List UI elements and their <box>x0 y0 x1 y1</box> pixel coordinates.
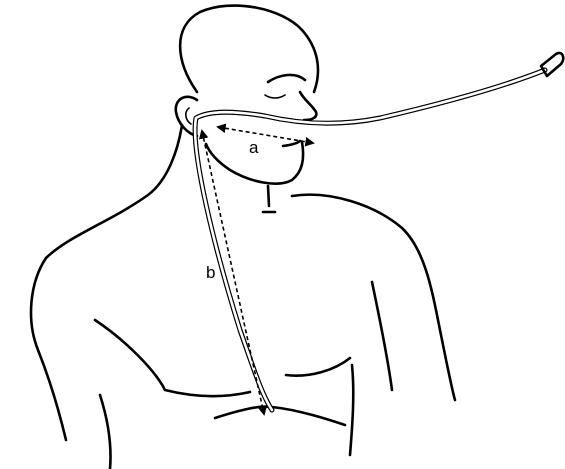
eye <box>265 95 285 98</box>
measurement-label-a: a <box>249 138 259 157</box>
measurement-label-b: b <box>206 263 215 282</box>
neck-back <box>46 125 182 258</box>
neck-front <box>263 186 275 212</box>
left-arm-inner <box>372 282 392 390</box>
right-shoulder <box>31 258 66 440</box>
tube-connector <box>541 53 563 76</box>
ear-inner <box>186 108 191 124</box>
left-shoulder <box>292 195 455 400</box>
torso-side-left <box>350 365 353 455</box>
nose <box>300 92 316 120</box>
right-chest <box>95 320 250 396</box>
left-chest <box>286 358 350 376</box>
abdomen-line <box>215 407 345 425</box>
head-outline <box>180 6 318 92</box>
mouth <box>283 141 300 146</box>
torso-side-right <box>100 395 111 469</box>
face-profile <box>268 75 305 82</box>
